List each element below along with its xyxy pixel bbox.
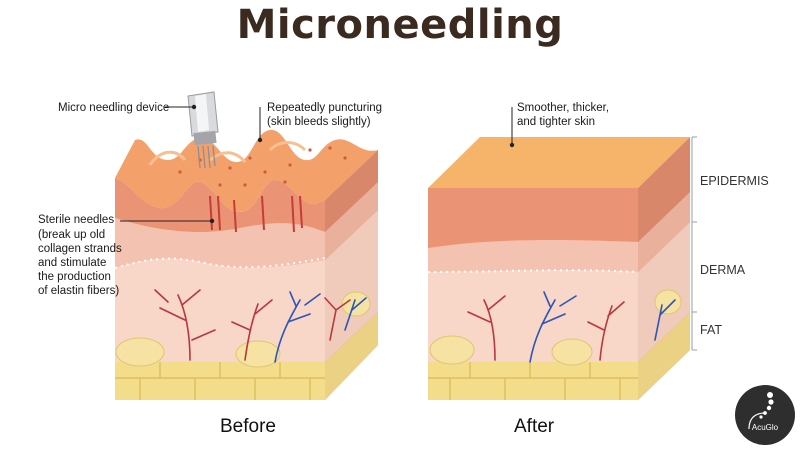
after-dermis-layer	[428, 270, 638, 362]
leader-lines	[120, 106, 513, 222]
label-fat: FAT	[700, 323, 722, 337]
label-puncture-line-1: Repeatedly puncturing	[267, 102, 382, 114]
label-needles-line-1: Sterile needles	[38, 214, 114, 226]
layer-bracket	[691, 136, 697, 351]
label-needles-line-3: collagen strands	[38, 243, 122, 255]
logo-dots-icon	[748, 392, 774, 430]
diagram-title: Microneedling	[236, 2, 564, 48]
after-skin-block	[427, 137, 690, 400]
micro-needling-device	[187, 91, 219, 169]
label-needles-line-4: and stimulate	[38, 257, 106, 269]
before-epidermis-layer	[115, 178, 325, 233]
caption-after: After	[514, 416, 555, 437]
label-epidermis: EPIDERMIS	[700, 174, 769, 188]
label-derma: DERMA	[700, 263, 746, 277]
acuglo-logo: AcuGlo	[735, 385, 795, 445]
label-result-line-2: and tighter skin	[517, 116, 595, 128]
label-needles-line-2: (break up old	[38, 229, 105, 241]
after-epidermis-layer	[428, 188, 638, 248]
after-fat-layer	[428, 362, 638, 400]
caption-before: Before	[220, 416, 276, 437]
label-result-line-1: Smoother, thicker,	[517, 102, 609, 114]
label-micro-needling-device: Micro needling device	[58, 102, 169, 114]
label-needles-line-6: of elastin fibers)	[38, 285, 119, 297]
logo-text: AcuGlo	[751, 423, 779, 432]
before-skin-block	[114, 129, 378, 400]
before-dermis-layer	[115, 258, 325, 362]
after-epidermis-top	[428, 137, 690, 188]
label-needles-line-5: the production	[38, 271, 111, 283]
label-puncture-line-2: (skin bleeds slightly)	[267, 116, 371, 128]
